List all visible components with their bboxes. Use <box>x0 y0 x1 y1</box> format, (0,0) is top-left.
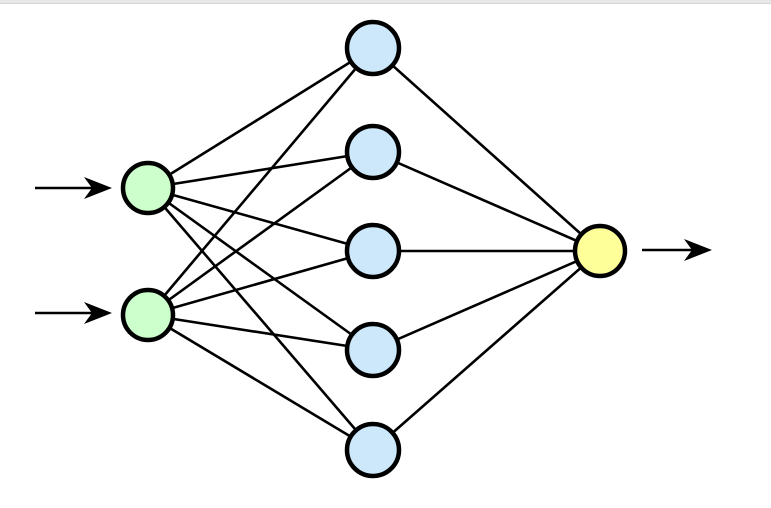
edge-hidden5-output1 <box>372 250 601 451</box>
input-node-1 <box>120 160 176 216</box>
output-node-1 <box>572 223 628 279</box>
output-arrow-head <box>684 239 712 261</box>
edge-hidden4-output1 <box>372 249 601 352</box>
input-arrow-1-head <box>84 177 112 199</box>
edge-input1-hidden3 <box>147 186 374 253</box>
edge-hidden2-output1 <box>372 150 601 253</box>
hidden-node-2 <box>344 123 402 181</box>
hidden-node-5 <box>344 421 402 479</box>
hidden-node-3 <box>344 222 402 280</box>
edge-hidden1-output1 <box>372 47 601 252</box>
edge-input1-hidden2 <box>147 150 374 190</box>
edge-input1-hidden5 <box>147 187 374 451</box>
input-node-2 <box>120 287 176 343</box>
hidden-node-4 <box>344 321 402 379</box>
edge-input2-hidden2 <box>147 150 374 317</box>
edge-input2-hidden3 <box>147 249 374 317</box>
edge-input2-hidden4 <box>147 313 374 352</box>
edge-input2-hidden1 <box>147 47 374 316</box>
edge-input1-hidden4 <box>147 186 374 352</box>
edge-input1-hidden1 <box>147 46 374 190</box>
input-arrow-2-head <box>84 302 112 324</box>
top-border <box>0 0 771 4</box>
hidden-node-1 <box>344 19 402 77</box>
edge-input2-hidden5 <box>147 313 374 452</box>
